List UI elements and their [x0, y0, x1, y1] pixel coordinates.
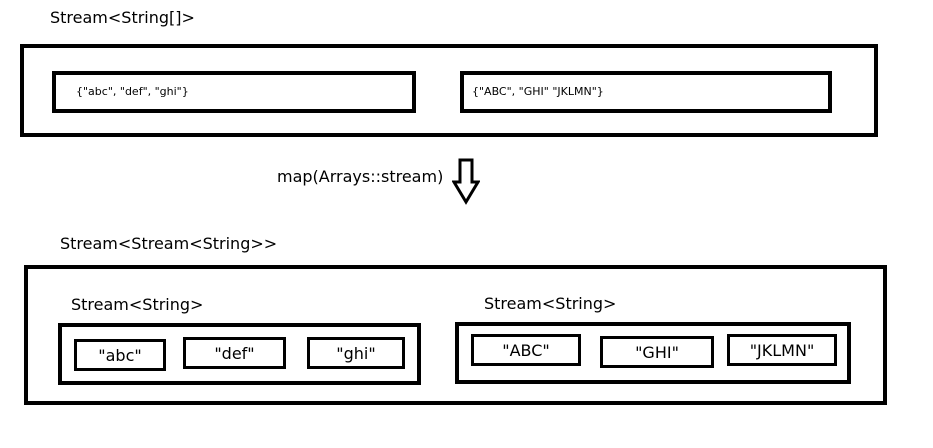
- array-box-uppercase: {"ABC", "GHI" "JKLMN"}: [460, 71, 832, 113]
- top-stream-type-label: Stream<String[]>: [50, 8, 195, 27]
- string-element: "abc": [74, 339, 166, 371]
- string-element: "JKLMN": [727, 334, 837, 366]
- string-element: "def": [183, 337, 286, 369]
- bottom-stream-type-label: Stream<Stream<String>>: [60, 234, 278, 253]
- string-element: "GHI": [600, 336, 714, 368]
- inner-stream-type-label-2: Stream<String>: [484, 294, 617, 313]
- array-lowercase-text: {"abc", "def", "ghi"}: [76, 85, 189, 98]
- array-uppercase-text: {"ABC", "GHI" "JKLMN"}: [472, 85, 604, 98]
- inner-stream-type-label-1: Stream<String>: [71, 295, 204, 314]
- bottom-stream-container: Stream<String> "abc" "def" "ghi" Stream<…: [24, 265, 887, 405]
- top-stream-container: {"abc", "def", "ghi"} {"ABC", "GHI" "JKL…: [20, 44, 878, 137]
- inner-stream-box-1: "abc" "def" "ghi": [58, 323, 421, 385]
- map-operation-label: map(Arrays::stream): [277, 167, 444, 186]
- string-element: "ABC": [471, 334, 581, 366]
- inner-stream-box-2: "ABC" "GHI" "JKLMN": [455, 322, 851, 384]
- down-arrow-icon: [452, 158, 480, 205]
- array-box-lowercase: {"abc", "def", "ghi"}: [52, 71, 416, 113]
- string-element: "ghi": [307, 337, 405, 369]
